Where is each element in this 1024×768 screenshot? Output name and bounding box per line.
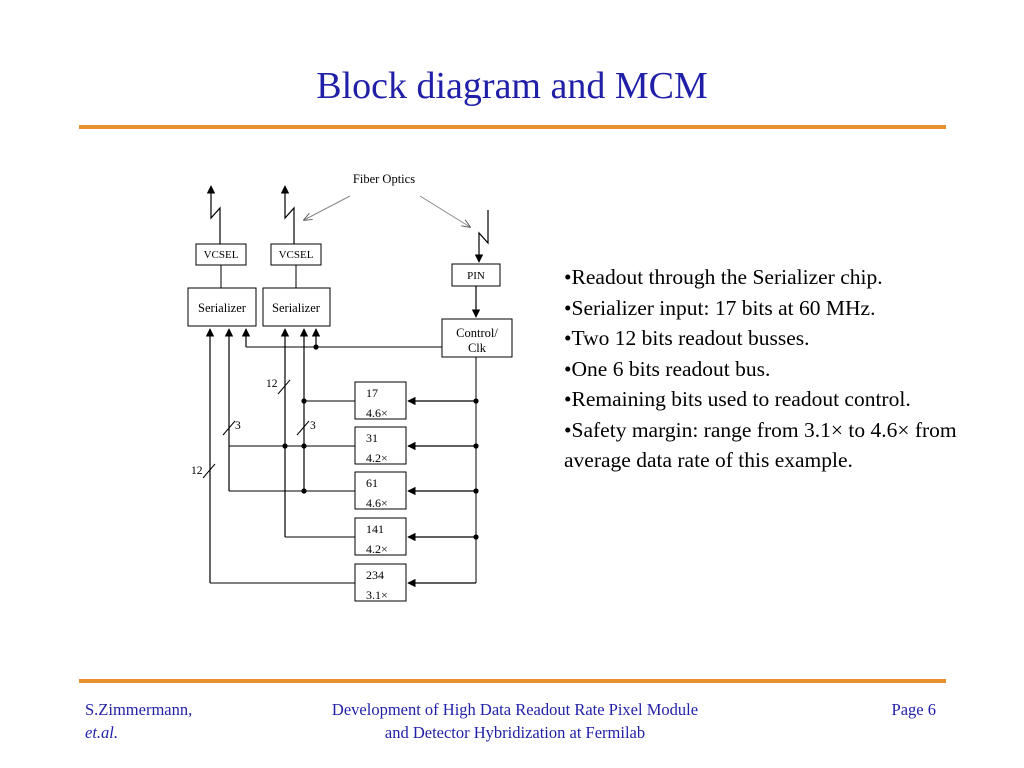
bullet-item: •Readout through the Serializer chip.: [564, 265, 883, 289]
footer-page-number: Page 6: [891, 700, 936, 719]
bottom-divider: [79, 679, 946, 683]
chip-4-line1: 141: [366, 522, 384, 536]
slide-title: Block diagram and MCM: [316, 65, 708, 107]
bullet-item: •One 6 bits readout bus.: [564, 356, 771, 381]
chip-box-1: [354, 381, 407, 420]
footer-talk-title: Development of High Data Readout Rate Pi…: [270, 698, 760, 744]
chip-box-2: [354, 426, 407, 465]
bus-tick-2: [222, 420, 236, 436]
top-divider: [79, 125, 946, 129]
optical-output-arrow-2: [280, 185, 295, 244]
fiber-pointer-left: [304, 195, 351, 220]
chip-3-line2: 4.6×: [366, 496, 388, 510]
chip-box-4: [354, 517, 407, 556]
chip-4-line2: 4.2×: [366, 542, 388, 556]
bus-label-2: 3: [235, 420, 241, 432]
bus-label-1: 12: [266, 378, 278, 390]
chip-3-line1: 61: [366, 476, 378, 490]
optical-output-arrow-1: [206, 185, 221, 244]
vcsel-label-1: VCSEL: [204, 249, 239, 261]
vcsel-label-2: VCSEL: [279, 249, 314, 261]
junction-dot: [301, 443, 307, 449]
control-label-line2: Clk: [468, 341, 487, 355]
fiber-optics-label: Fiber Optics: [353, 172, 415, 186]
bullet-item: •Safety margin: range from 3.1× to 4.6× …: [564, 417, 957, 473]
pin-label: PIN: [467, 270, 485, 282]
chip-box-3: [354, 471, 407, 510]
optical-input-arrow: [474, 210, 489, 263]
bullet-item: •Remaining bits used to readout control.: [564, 387, 911, 411]
serializer-box-2: [262, 287, 331, 327]
bullet-list: •Readout through the Serializer chip. •S…: [564, 262, 964, 476]
junction-dot: [301, 488, 307, 494]
footer-title-line1: Development of High Data Readout Rate Pi…: [331, 700, 699, 719]
junction-dot: [473, 488, 479, 494]
junction-dot: [301, 398, 307, 404]
bus-tick-4: [202, 463, 216, 479]
footer-author-cont: et.al.: [85, 723, 118, 742]
bus-tick-1: [277, 379, 291, 395]
chip-5-line1: 234: [366, 568, 384, 582]
junction-dot: [473, 443, 479, 449]
junction-dot: [282, 443, 288, 449]
serializer-label-1: Serializer: [198, 301, 247, 315]
chip-1-line2: 4.6×: [366, 406, 388, 420]
footer-author-name: S.Zimmermann,: [85, 700, 193, 719]
bus-label-3: 3: [310, 420, 316, 432]
bullet-item: •Serializer input: 17 bits at 60 MHz.: [564, 295, 876, 320]
chip-5-line2: 3.1×: [366, 588, 388, 602]
junction-dot: [473, 534, 479, 540]
bullet-item: •Two 12 bits readout busses.: [564, 326, 810, 350]
chip-box-5: [354, 563, 407, 602]
junction-dot: [473, 398, 479, 404]
fiber-pointer-right: [419, 195, 470, 227]
chip-2-line2: 4.2×: [366, 451, 388, 465]
control-label-line1: Control/: [456, 326, 498, 340]
bus-tick-3: [296, 420, 310, 436]
chip-1-line1: 17: [366, 386, 378, 400]
control-clk-box: [441, 318, 513, 358]
chip-2-line1: 31: [366, 431, 378, 445]
serializer-label-2: Serializer: [272, 301, 321, 315]
footer-title-line2: and Detector Hybridization at Fermilab: [384, 723, 646, 742]
junction-dot: [313, 344, 319, 350]
serializer-box-1: [187, 287, 257, 327]
footer-author: S.Zimmermann, et.al.: [85, 698, 192, 744]
bus-label-4: 12: [191, 465, 203, 477]
